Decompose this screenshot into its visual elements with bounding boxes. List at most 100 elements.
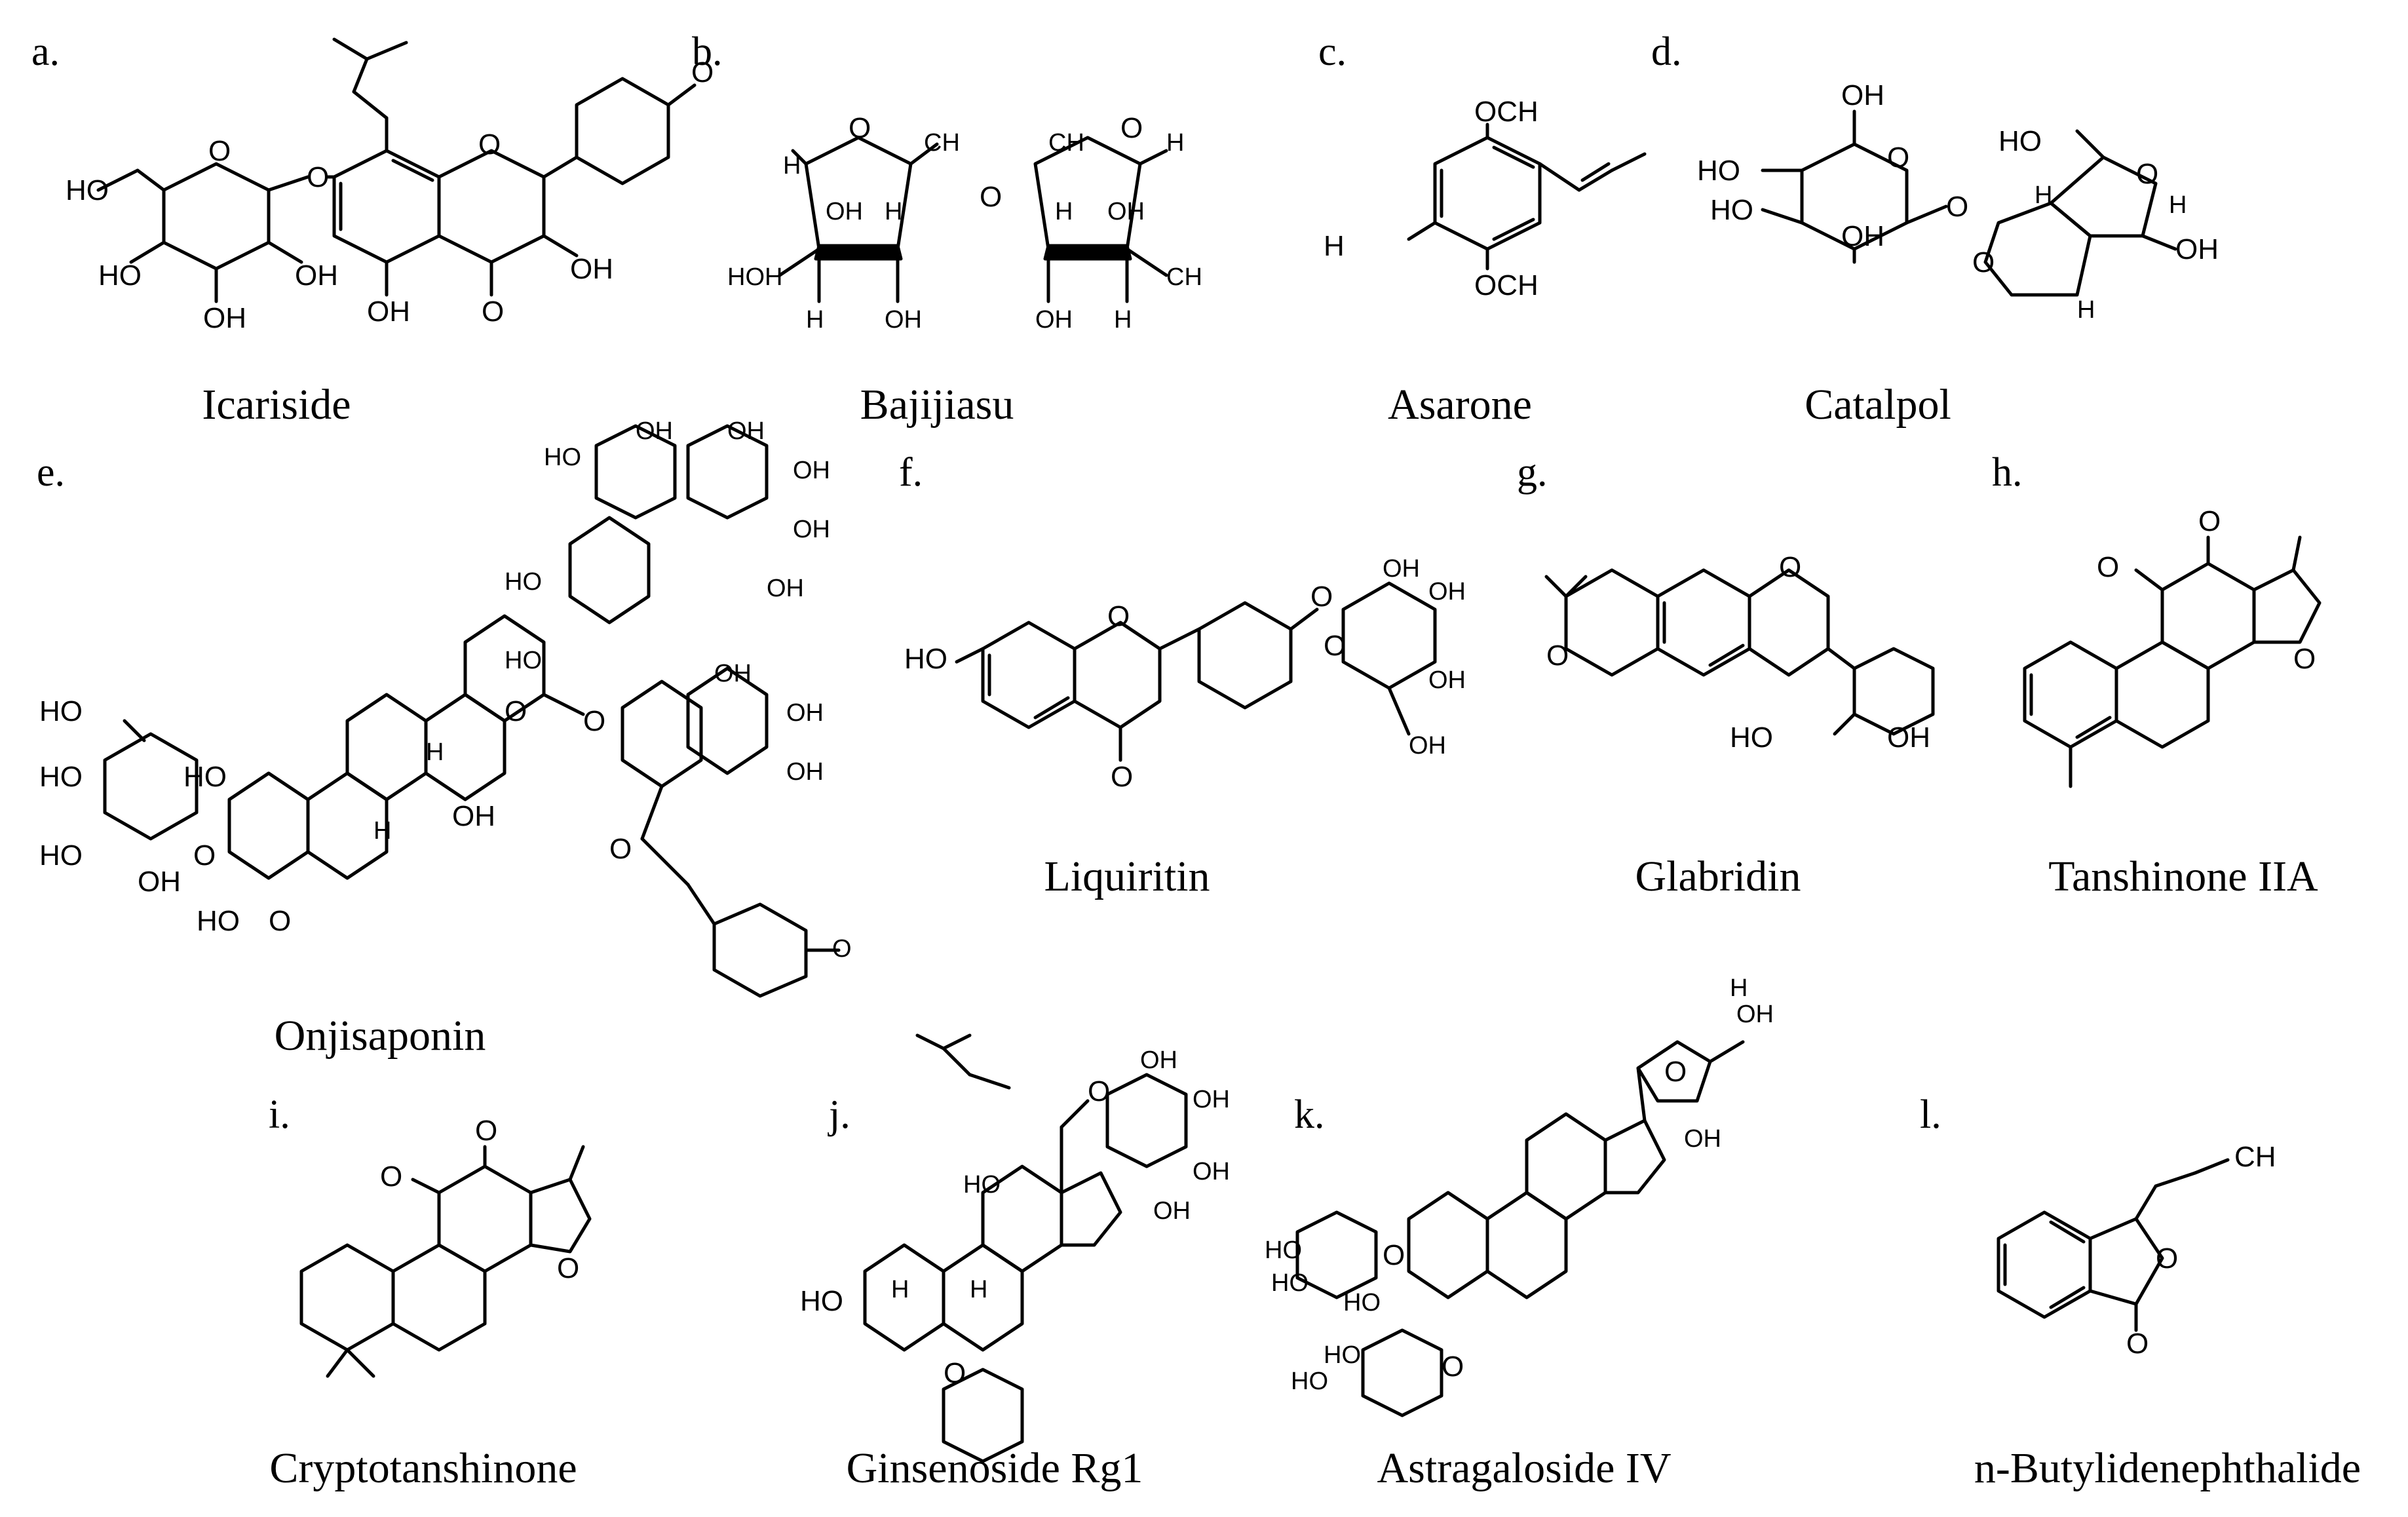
svg-text:OH: OH xyxy=(727,417,765,445)
svg-text:HO: HO xyxy=(1730,721,1773,754)
svg-text:H: H xyxy=(426,739,444,766)
svg-text:CH: CH xyxy=(2234,1141,2276,1173)
compound-name-glabridin: Glabridin xyxy=(1635,853,1801,900)
svg-text:OH: OH xyxy=(1140,1047,1177,1074)
svg-text:O: O xyxy=(1107,600,1130,632)
svg-text:O: O xyxy=(2198,505,2221,537)
svg-text:HO: HO xyxy=(1271,1269,1309,1297)
svg-text:HO: HO xyxy=(963,1171,1001,1199)
panel-letter-f: f. xyxy=(899,450,923,495)
panel-letter-i: i. xyxy=(269,1092,290,1137)
svg-text:OH: OH xyxy=(2175,233,2219,265)
compound-name-ginsenoside-rg1: Ginsenoside Rg1 xyxy=(846,1444,1143,1492)
svg-text:H: H xyxy=(783,152,801,180)
panel-letter-j: j. xyxy=(829,1092,850,1137)
svg-text:OH: OH xyxy=(452,800,495,832)
panel-letter-h: h. xyxy=(1992,450,2023,495)
svg-text:O: O xyxy=(849,112,871,144)
compound-name-icariside: Icariside xyxy=(202,381,351,429)
svg-text:HO: HO xyxy=(1265,1237,1302,1264)
svg-text:O: O xyxy=(269,905,291,937)
svg-text:H: H xyxy=(2077,296,2095,324)
svg-text:O: O xyxy=(1120,112,1143,144)
panel-letter-k: k. xyxy=(1294,1092,1325,1137)
svg-text:OH: OH xyxy=(570,253,613,285)
compound-name-tanshinone-iia: Tanshinone IIA xyxy=(2048,853,2318,900)
svg-text:O: O xyxy=(2156,1242,2178,1275)
compound-name-n-butylidenephthalide: n-Butylidenephthalide xyxy=(1974,1444,2361,1492)
svg-text:OH: OH xyxy=(636,417,673,445)
svg-text:H: H xyxy=(970,1276,987,1303)
svg-text:HO: HO xyxy=(904,643,947,675)
svg-text:HO: HO xyxy=(39,839,83,872)
svg-text:OH: OH xyxy=(1428,666,1466,694)
svg-text:CH: CH xyxy=(1166,263,1202,291)
panel-letter-e: e. xyxy=(37,450,66,495)
svg-text:O: O xyxy=(505,695,527,727)
svg-text:HO: HO xyxy=(505,647,542,674)
svg-text:O: O xyxy=(609,833,632,865)
svg-text:O: O xyxy=(307,161,329,193)
svg-text:HOH: HOH xyxy=(727,263,782,291)
svg-text:HO: HO xyxy=(544,444,581,471)
compound-name-astragaloside-iv: Astragaloside IV xyxy=(1377,1444,1672,1492)
svg-text:OH: OH xyxy=(295,259,338,292)
svg-text:HO: HO xyxy=(197,905,240,937)
svg-text:O: O xyxy=(380,1161,402,1193)
svg-text:OH: OH xyxy=(826,198,863,225)
panel-letter-c: c. xyxy=(1318,29,1347,74)
svg-text:OCH: OCH xyxy=(1474,269,1538,301)
svg-text:H: H xyxy=(1055,198,1073,225)
compound-name-asarone: Asarone xyxy=(1388,381,1532,429)
panel-letter-l: l. xyxy=(1920,1092,1941,1137)
svg-text:O: O xyxy=(2136,158,2158,190)
structure-bajijiasu: O CH H HOH H OH OH H O O CH H CH OH H H … xyxy=(727,112,1202,334)
svg-text:O: O xyxy=(478,128,501,161)
svg-text:O: O xyxy=(208,135,231,167)
svg-text:H: H xyxy=(1324,230,1345,262)
structure-n-butylidenephthalide: O O CH xyxy=(1997,1141,2276,1360)
svg-text:CH: CH xyxy=(924,129,960,157)
structure-glabridin: O O HO OH xyxy=(1544,551,1935,754)
compound-name-catalpol: Catalpol xyxy=(1805,381,1951,429)
svg-text:OH: OH xyxy=(1684,1125,1721,1153)
svg-text:O: O xyxy=(832,935,852,963)
panel-letter-b: b. xyxy=(692,29,723,74)
svg-text:HO: HO xyxy=(1710,194,1753,226)
svg-text:O: O xyxy=(1383,1239,1405,1271)
svg-text:OH: OH xyxy=(793,516,830,543)
svg-text:O: O xyxy=(2293,643,2316,675)
svg-text:O: O xyxy=(193,839,216,872)
svg-text:O: O xyxy=(2126,1328,2149,1360)
svg-text:O: O xyxy=(1310,581,1333,613)
svg-text:H: H xyxy=(1730,974,1748,1002)
svg-text:O: O xyxy=(1546,640,1569,672)
compound-name-bajijiasu: Bajijiasu xyxy=(860,381,1014,429)
svg-text:OH: OH xyxy=(767,575,804,602)
svg-text:OH: OH xyxy=(1428,578,1466,605)
svg-text:HO: HO xyxy=(505,568,542,596)
panel-letter-g: g. xyxy=(1517,450,1548,495)
svg-text:OH: OH xyxy=(1887,721,1930,754)
svg-text:OH: OH xyxy=(786,758,824,786)
svg-text:HO: HO xyxy=(66,174,109,206)
svg-text:H: H xyxy=(1114,306,1132,334)
svg-text:H: H xyxy=(373,817,391,845)
svg-text:O: O xyxy=(1887,142,1909,174)
svg-text:O: O xyxy=(583,705,605,737)
svg-text:OH: OH xyxy=(203,302,246,334)
svg-text:O: O xyxy=(557,1252,579,1284)
svg-text:HO: HO xyxy=(98,259,142,292)
svg-text:HO: HO xyxy=(1697,155,1740,187)
compound-name-onjisaponin: Onjisaponin xyxy=(274,1012,486,1060)
svg-text:OH: OH xyxy=(1035,306,1073,334)
structure-liquiritin: HO O O O O OH OH OH OH xyxy=(904,555,1466,793)
panel-letter-a: a. xyxy=(31,29,60,74)
svg-text:HO: HO xyxy=(1998,125,2042,157)
compound-name-liquiritin: Liquiritin xyxy=(1044,853,1210,900)
structure-ginsenoside-rg1: O HO O HO H H OH OH OH OH xyxy=(800,1033,1230,1463)
svg-text:OH: OH xyxy=(1193,1158,1230,1185)
structure-tanshinone-iia: O O O xyxy=(2023,505,2322,788)
svg-text:O: O xyxy=(1779,551,1801,583)
